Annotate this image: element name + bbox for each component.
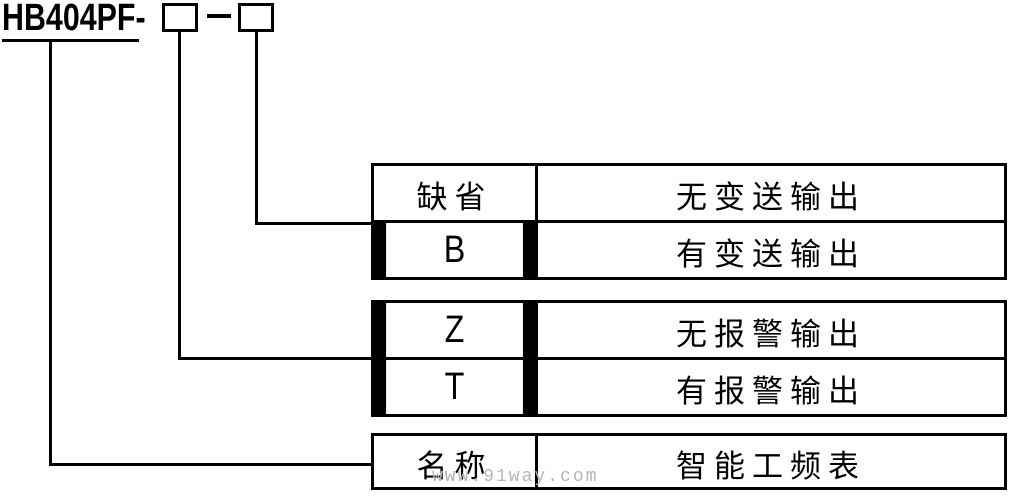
product-name-table: 名称 智能工频表 (371, 433, 1007, 490)
name-row-desc: 智能工频表 (538, 436, 1004, 487)
alarm-row2-code: T (386, 360, 523, 414)
name-row-code: 名称 (374, 436, 535, 487)
connector-alarm-horizontal (178, 357, 374, 360)
alarm-row1-desc: 无报警输出 (538, 303, 1004, 357)
watermark-text: www.91way.com (432, 467, 599, 487)
connector-transmit-horizontal (255, 222, 374, 225)
alarm-row1-code: Z (386, 303, 523, 357)
connector-name-horizontal (49, 463, 374, 466)
transmit-row2-desc: 有变送输出 (538, 223, 1004, 277)
connector-transmit-vertical (255, 32, 258, 225)
transmit-row1-desc: 无变送输出 (538, 166, 1004, 220)
model-prefix-underline (2, 39, 139, 42)
transmit-output-table: 缺省 无变送输出 B 有变送输出 (371, 163, 1007, 280)
alarm-output-table: Z 无报警输出 T 有报警输出 (371, 300, 1007, 417)
model-code-placeholder-box-2 (238, 3, 274, 32)
connector-alarm-vertical (178, 32, 181, 360)
model-code-dash-separator (207, 14, 231, 18)
connector-name-vertical (49, 42, 52, 466)
model-code-text: HB404PF- (2, 0, 146, 39)
transmit-row2-code: B (386, 223, 523, 277)
alarm-row2-desc: 有报警输出 (538, 360, 1004, 414)
transmit-row1-code: 缺省 (374, 166, 535, 220)
model-code-placeholder-box-1 (162, 3, 198, 32)
